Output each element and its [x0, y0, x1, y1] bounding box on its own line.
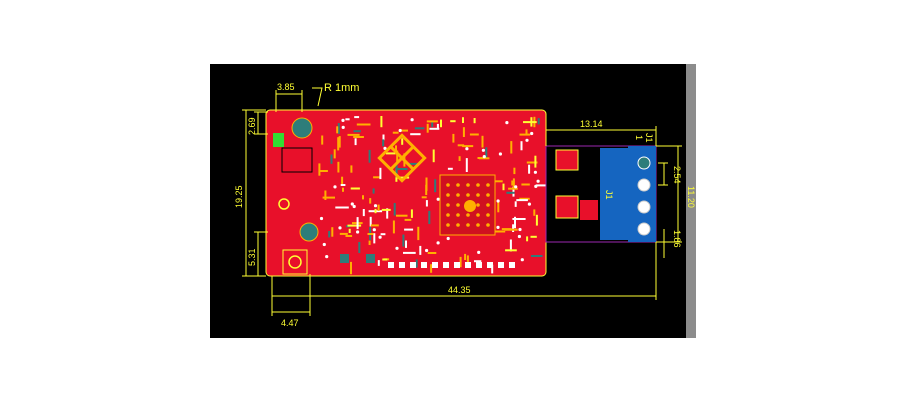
dim-left-height: 19.25 [234, 185, 244, 208]
dim-connector-height: 11.20 [686, 186, 696, 208]
dim-connector-length: 13.14 [580, 119, 603, 129]
connector-bottom [282, 249, 308, 275]
connector-pin1-label: 1 [634, 135, 644, 140]
dim-top-offset: 3.85 [277, 82, 295, 92]
small-pad-left [340, 254, 349, 263]
connector-ref-label-top: J1 [644, 133, 654, 143]
connector-bottom-hole [288, 255, 302, 269]
via-circle [278, 198, 290, 210]
dim-connector-edge: 1.86 [672, 230, 682, 248]
scrollbar[interactable] [686, 64, 696, 338]
connector-ref-label: J1 [604, 190, 614, 200]
dim-overall-length: 44.35 [448, 285, 471, 295]
diagonal-chip [377, 133, 427, 183]
trace-area [318, 116, 546, 275]
dim-pin-pitch: 2.54 [672, 166, 682, 184]
dim-bottom-offset: 4.47 [281, 318, 299, 328]
small-pad-right [366, 254, 375, 263]
corner-radius-label: R 1mm [324, 82, 359, 94]
pin-header-row [388, 262, 515, 268]
dim-left-small: 2.69 [247, 117, 257, 135]
connector-j1 [545, 145, 657, 243]
dimension-lines [242, 87, 682, 316]
mounting-pad-mid [299, 222, 319, 242]
green-pad [273, 133, 284, 147]
main-ic [439, 174, 496, 236]
dim-left-lower: 5.31 [247, 248, 257, 266]
switch-component [281, 147, 313, 173]
mounting-pad-top [291, 117, 313, 139]
